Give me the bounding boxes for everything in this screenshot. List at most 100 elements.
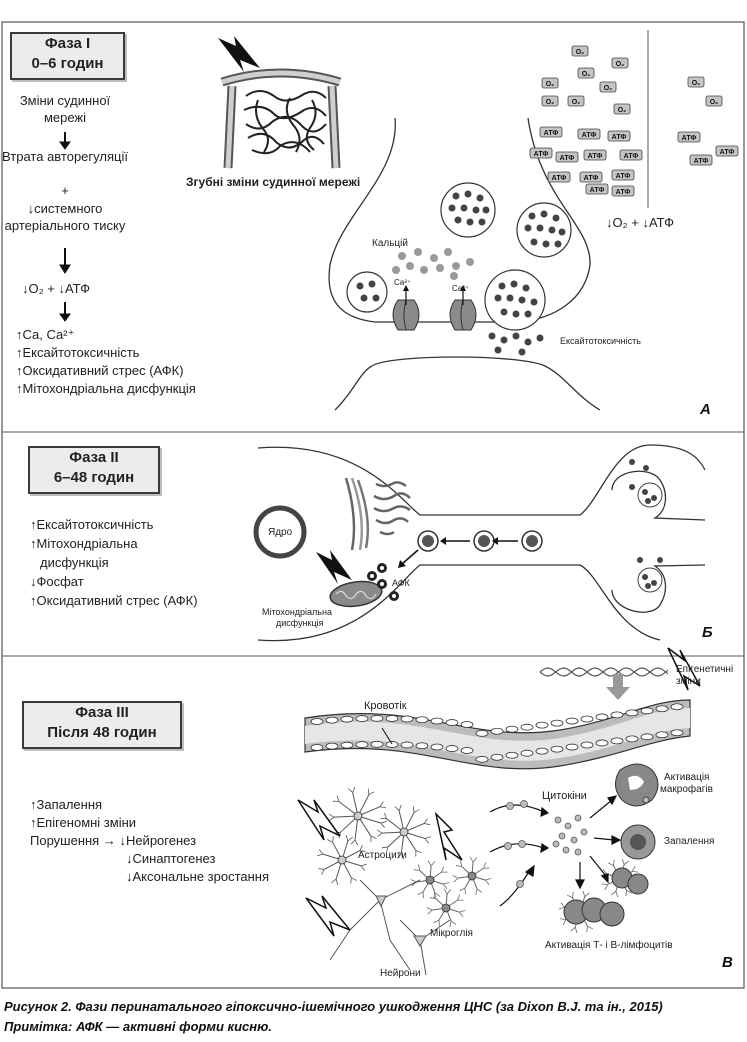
o2-badge: O₂ (611, 57, 629, 69)
dna-helix-icon (539, 667, 669, 677)
atp-badge: АТФ (611, 185, 635, 197)
panel-letter-v: В (722, 954, 733, 971)
neurons-label: Нейрони (380, 968, 421, 979)
svg-text:АТФ: АТФ (694, 158, 709, 165)
synaptic-terminals (611, 470, 706, 613)
panel-letter-b: Б (702, 624, 713, 641)
lightning-bolt-icon (667, 647, 701, 691)
cytokine-arrows (489, 795, 622, 907)
synaptic-vesicles-b (629, 459, 663, 593)
svg-text:АТФ: АТФ (588, 153, 603, 160)
o2-badge: O₂ (571, 45, 589, 57)
svg-text:O₂: O₂ (710, 99, 719, 106)
nucleus (253, 505, 307, 559)
inflammation-cell-icon (620, 824, 656, 860)
atp-badge: АТФ (689, 154, 713, 166)
mitochondrion-icon (329, 580, 383, 608)
phase1-result-3: ↑Оксидативний стрес (АФК) (16, 363, 184, 378)
phase1-flow-4: ↓системного артеріального тиску (4, 201, 126, 233)
postsynaptic-cell (334, 356, 601, 411)
phase3-box: Фаза ІІІ Після 48 годин (22, 701, 182, 749)
blood-vessel (304, 699, 691, 770)
bloodstream-pointer (381, 727, 393, 745)
atp-badge: АТФ (547, 171, 571, 183)
lightning-bolt-icon (434, 811, 463, 861)
microglia-icon (452, 856, 492, 895)
bloodstream-label: Кровотік (364, 700, 407, 712)
phase2-result-4: ↓Фосфат (30, 574, 84, 589)
phase2-box: Фаза ІІ 6–48 годин (28, 446, 160, 494)
svg-text:O₂: O₂ (582, 71, 591, 78)
excitotoxicity-label: Ексайтотоксичність (560, 336, 641, 346)
svg-text:АТФ: АТФ (616, 189, 631, 196)
figure-frame (1, 21, 745, 989)
atp-badge: АТФ (579, 171, 603, 183)
macrophage-label-1: Активація (664, 772, 710, 783)
atp-badge: АТФ (585, 183, 609, 195)
down-arrow (606, 674, 630, 700)
microglia-label: Мікроглія (430, 928, 473, 939)
figure-note: Примітка: АФК — активні форми кисню. (4, 1019, 272, 1034)
o2-badge: O₂ (705, 95, 723, 107)
phase1-result-4: ↑Мітохондріальна дисфункція (16, 381, 196, 396)
phase1-flow-2: Втрата авторегуляції (2, 149, 128, 164)
phase1-flow-3: + (61, 183, 69, 198)
svg-text:O₂: O₂ (616, 61, 625, 68)
macrophage-label-2: макрофагів (660, 784, 713, 795)
epigenetic-label-1: Епігенетичні (676, 664, 734, 675)
phase1-flow-1: Зміни судинної мережі (19, 93, 111, 125)
atp-badge: АТФ (619, 149, 643, 161)
svg-text:АТФ: АТФ (534, 151, 549, 158)
o2-badge: O₂ (541, 77, 559, 89)
phase3-result-1: ↑Запалення (30, 797, 103, 812)
svg-text:АТФ: АТФ (616, 173, 631, 180)
ca-label-2: Ca²⁺ (452, 284, 470, 293)
mito-label-2: дисфункція (276, 618, 324, 628)
calcium-label: Кальцій (372, 238, 408, 249)
svg-text:АТФ: АТФ (560, 155, 575, 162)
atp-badge: АТФ (555, 151, 579, 163)
phase2-result-3: дисфункція (40, 555, 109, 570)
svg-text:O₂: O₂ (692, 80, 701, 87)
phase1-flow-arrows (59, 132, 71, 322)
svg-text:O₂: O₂ (618, 107, 627, 114)
svg-text:АТФ: АТФ (720, 149, 735, 156)
lymphocytes-label: Активація Т- і В-лімфоцитів (545, 940, 673, 951)
atp-badge: АТФ (539, 126, 563, 138)
phase3-result-4: ↓Синаптогенез (126, 851, 216, 866)
atp-badge: АТФ (715, 145, 739, 157)
svg-text:O₂: O₂ (546, 81, 555, 88)
phase2-result-2: ↑Мітохондріальна (30, 536, 138, 551)
phase1-result-1: ↑Са, Са²⁺ (16, 327, 75, 342)
calcium-channel-icon (392, 285, 477, 331)
atp-badge: АТФ (577, 128, 601, 140)
o2-badge: O₂ (577, 67, 595, 79)
lightning-bolt-icon (297, 799, 341, 841)
svg-text:АТФ: АТФ (624, 153, 639, 160)
o2-badge: O₂ (541, 95, 559, 107)
phase3-title: Фаза ІІІ (75, 704, 129, 721)
phase1-flow-5: ↓O₂ + ↓АТФ (22, 281, 91, 296)
o2-badge: O₂ (567, 95, 585, 107)
svg-text:O₂: O₂ (546, 99, 555, 106)
vessel-label: Згубні зміни судинної мережі (186, 175, 361, 189)
astrocyte-icon (317, 835, 367, 885)
neuron-icon (329, 879, 451, 976)
phase1-box: Фаза І 0–6 годин (10, 32, 125, 80)
macrophage-icon (615, 763, 659, 807)
svg-text:АТФ: АТФ (612, 134, 627, 141)
o2-badge: O₂ (687, 76, 705, 88)
cytokines-label: Цитокіни (542, 790, 587, 802)
phase3-result-2: ↑Епігеномні зміни (30, 815, 137, 830)
lightning-bolt-icon (218, 36, 260, 72)
cytokine-particles (504, 800, 588, 888)
o2-atp-drop-label: ↓O₂ + ↓АТФ (606, 215, 675, 230)
neuron-cell-body (257, 444, 706, 642)
microglia-icon (426, 888, 466, 927)
astrocyte-icon (328, 786, 387, 846)
transport-vesicles (398, 530, 543, 568)
atp-badge: АТФ (583, 149, 607, 161)
